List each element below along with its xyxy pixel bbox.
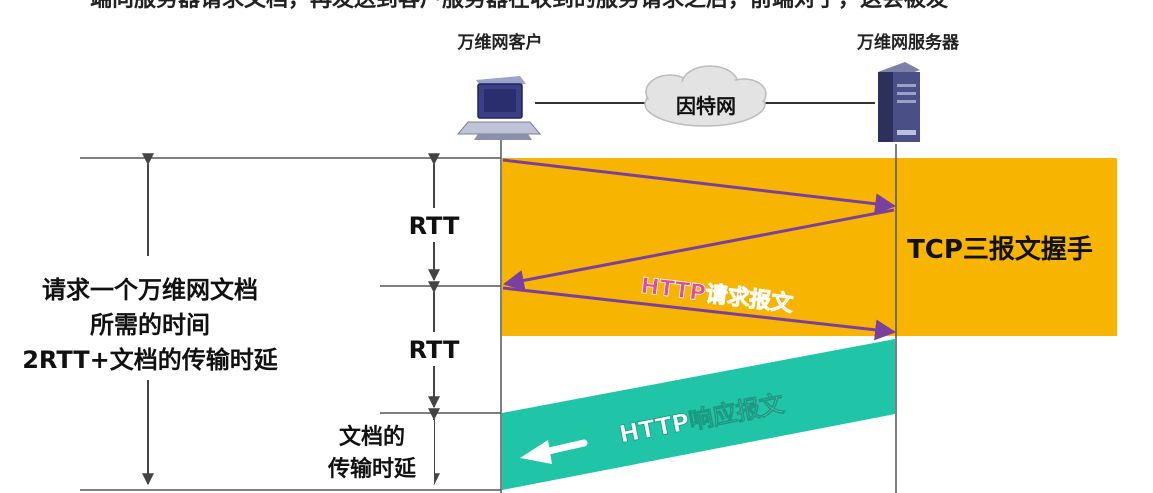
- http-request-arrow: [502, 286, 897, 341]
- internet-cloud-icon: [644, 65, 767, 127]
- client-computer-icon: [456, 76, 542, 140]
- syn-arrow: [502, 158, 897, 215]
- client-label: 万维网客户: [457, 32, 543, 53]
- transfer-delay-label-line2: 传输时延: [327, 456, 417, 482]
- total-time-line1: 请求一个万维网文档: [42, 276, 258, 304]
- handshake-band: [502, 158, 1117, 336]
- tcp-handshake-label: TCP三报文握手: [907, 234, 1093, 265]
- transfer-delay-label-line1: 文档的: [339, 424, 405, 450]
- rtt-bottom-label: RTT: [409, 336, 460, 364]
- total-time-line3: 2RTT+文档的传输时延: [22, 346, 279, 374]
- syn-ack-arrow: [502, 208, 895, 291]
- rtt-top-label: RTT: [409, 212, 460, 240]
- server-tower-icon: [878, 62, 920, 142]
- internet-label: 因特网: [676, 94, 736, 118]
- top-cropped-text: 端向服务器请求文档，再发送到客户服务器在收到的服务请求之后，前端对于，这会被发: [90, 0, 949, 12]
- total-time-line2: 所需的时间: [90, 311, 210, 339]
- server-label: 万维网服务器: [856, 32, 960, 53]
- response-band: [502, 339, 895, 490]
- response-direction-arrow-icon: [520, 439, 588, 464]
